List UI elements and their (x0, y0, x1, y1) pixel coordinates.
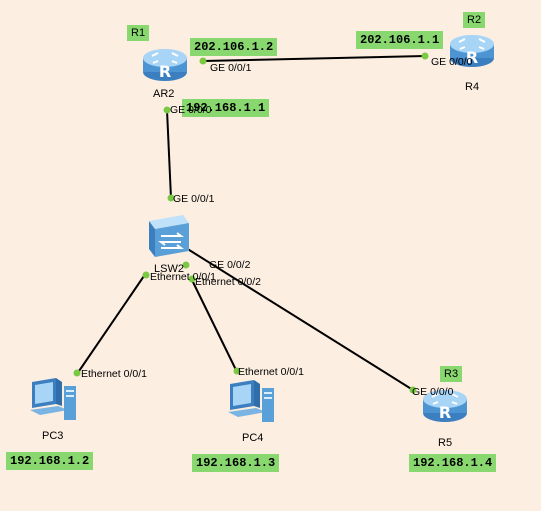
svg-text:R: R (159, 62, 171, 81)
port-label: Ethernet 0/0/1 (81, 368, 147, 380)
ip-label: 202.106.1.2 (190, 38, 278, 56)
port-label: GE 0/0/2 (209, 259, 251, 271)
link-lsw2-pc4[interactable] (190, 277, 238, 373)
device-tag: R3 (440, 366, 463, 382)
device-name[interactable]: PC4 (242, 432, 264, 444)
link-lsw2-r5[interactable] (185, 247, 414, 391)
ip-label: 192.168.1.1 (182, 99, 270, 117)
port-label: Ethernet 0/0/2 (195, 276, 261, 288)
device-tag: R1 (127, 25, 150, 41)
ip-label: 192.168.1.4 (409, 454, 497, 472)
port-dot (167, 194, 175, 202)
device-tag: R2 (463, 12, 486, 28)
switch-icon[interactable] (145, 213, 191, 259)
device-name[interactable]: R5 (438, 437, 453, 449)
link-lsw2-pc3[interactable] (76, 272, 147, 375)
port-dot (188, 275, 196, 283)
pc-icon[interactable] (28, 376, 80, 424)
link-ar2-r4[interactable] (202, 55, 426, 62)
device-name[interactable]: AR2 (153, 88, 175, 100)
ip-label: 192.168.1.3 (192, 454, 280, 472)
port-dot (182, 261, 190, 269)
port-label: GE 0/0/0 (170, 104, 212, 116)
port-dot (421, 52, 429, 60)
port-dot (73, 369, 81, 377)
port-dot (163, 106, 171, 114)
port-dot (409, 386, 417, 394)
ip-label: 202.106.1.1 (356, 31, 444, 49)
ip-label: 192.168.1.2 (6, 452, 94, 470)
router-icon[interactable]: R (447, 30, 497, 70)
port-dot (233, 367, 241, 375)
port-dot (142, 271, 150, 279)
svg-text:R: R (439, 403, 451, 422)
device-name[interactable]: LSW2 (154, 263, 184, 275)
port-label: GE 0/0/1 (210, 62, 252, 74)
port-label: Ethernet 0/0/1 (150, 271, 216, 283)
svg-text:R: R (466, 48, 478, 67)
port-label: Ethernet 0/0/1 (238, 366, 304, 378)
device-name[interactable]: R4 (465, 81, 480, 93)
router-icon[interactable]: R (140, 44, 190, 84)
port-label: GE 0/0/0 (431, 56, 473, 68)
port-label: GE 0/0/1 (173, 193, 215, 205)
pc-icon[interactable] (226, 378, 278, 426)
router-icon[interactable]: R (420, 385, 470, 425)
port-label: GE 0/0/0 (412, 386, 454, 398)
port-dot (199, 57, 207, 65)
link-ar2-lsw2[interactable] (166, 109, 172, 199)
device-name[interactable]: PC3 (42, 430, 64, 442)
